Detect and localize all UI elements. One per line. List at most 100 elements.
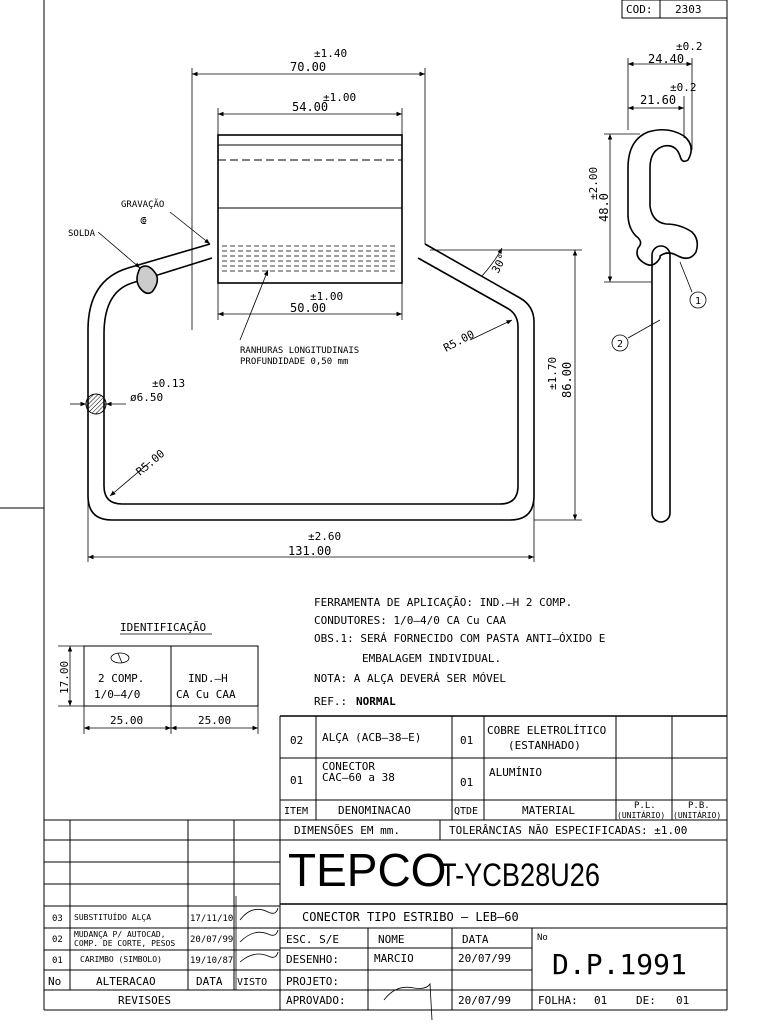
identification-block: IDENTIFICAÇÃO 2 COMP. 1/0–4/0 IND.–H CA … (58, 621, 259, 734)
ident-left-1: 2 COMP. (98, 672, 144, 685)
dim-2160-tol: ±0.2 (670, 81, 697, 94)
dim-50: 50.00 (290, 301, 326, 315)
rev-row2-desc: MUDANÇA P/ AUTOCAD, (74, 930, 166, 939)
note-3: OBS.1: SERÁ FORNECIDO COM PASTA ANTI–ÓXI… (314, 632, 605, 645)
dim-48-tol: ±2.00 (587, 167, 600, 200)
note-4: EMBALAGEM INDIVIDUAL. (362, 652, 501, 665)
desenho-date: 20/07/99 (458, 952, 511, 965)
dim-r5-bottom: R5.00 (134, 447, 168, 478)
rev-header-no: No (48, 975, 61, 988)
visto-signature-3 (239, 951, 279, 963)
esc-label: ESC. S/E (286, 933, 339, 946)
part-row2-item: 01 (290, 774, 303, 787)
no-label: No (537, 933, 548, 943)
de-value: 01 (676, 994, 689, 1007)
drawing-description: CONECTOR TIPO ESTRIBO – LEB–60 (302, 910, 519, 924)
rev-header-date: DATA (196, 975, 223, 988)
dim-54: 54.00 (292, 100, 328, 114)
rev-row2-date: 20/07/99 (190, 935, 233, 945)
balloon-1: 1 (695, 296, 701, 307)
parts-header-pl-sub: (UNITÁRIO) (617, 809, 665, 820)
rev-row3-date: 19/10/87 (190, 956, 233, 966)
dimension-lines (70, 68, 582, 562)
part-row1-material2: (ESTANHADO) (508, 739, 581, 752)
dim-2160: 21.60 (640, 93, 676, 107)
rev-header-desc: ALTERACAO (96, 975, 156, 988)
dim-50-tol: ±1.00 (310, 290, 343, 303)
part-row1-material: COBRE ELETROLÍTICO (487, 724, 606, 737)
cod-label: COD: (626, 3, 653, 16)
title-block: DIMENSÕES EM mm. TOLERÂNCIAS NÃO ESPECIF… (280, 820, 727, 1021)
part-row1-name: ALÇA (ACB–38–E) (322, 731, 421, 744)
parts-header-pl: P.L. (634, 801, 656, 811)
part-row2-qty: 01 (460, 776, 473, 789)
tolerance-text: TOLERÂNCIAS NÃO ESPECIFICADAS: ±1.00 (449, 824, 687, 837)
projeto-label: PROJETO: (286, 975, 339, 988)
note-5: NOTA: A ALÇA DEVERÁ SER MÓVEL (314, 672, 506, 685)
dim-650-tol: ±0.13 (152, 377, 185, 390)
dim-70-tol: ±1.40 (314, 47, 347, 60)
visto-signature-2 (239, 929, 279, 943)
parts-list: 02 ALÇA (ACB–38–E) 01 COBRE ELETROLÍTICO… (279, 715, 727, 1010)
part-row1-qty: 01 (460, 734, 473, 747)
dim-54-tol: ±1.00 (323, 91, 356, 104)
dim-2440-tol: ±0.2 (676, 40, 703, 53)
ref-value: NORMAL (356, 695, 396, 708)
parts-header-item: ITEM (284, 806, 308, 817)
revisions-block: 03 SUBSTITUÍDO ALÇA 17/11/10 02 MUDANÇA … (44, 819, 280, 1007)
aprovado-label: APROVADO: (286, 994, 346, 1007)
ident-right-1: IND.–H (188, 672, 228, 685)
identificacao-title: IDENTIFICAÇÃO (120, 621, 206, 634)
parts-header-pb: P.B. (688, 801, 710, 811)
cod-box: COD: 2303 (621, 0, 728, 19)
drawing-number: D.P.1991 (552, 948, 687, 981)
side-view: ±0.2 24.40 ±0.2 21.60 ±2.00 48.0 1 2 (587, 40, 707, 523)
dim-r5-top: R5.00 (441, 328, 476, 355)
label-gravacao: GRAVAÇÃO (121, 199, 164, 210)
rev-row1-desc: SUBSTITUÍDO ALÇA (74, 911, 151, 922)
sheet-border (0, 0, 728, 1011)
ident-w25a: 25.00 (110, 714, 143, 727)
rev-header-visto: VISTO (237, 977, 267, 988)
dim-86: 86.00 (560, 362, 574, 398)
parts-header-name: DENOMINACAO (338, 804, 411, 817)
desenho-label: DESENHO: (286, 953, 339, 966)
ref-label: REF.: (314, 695, 347, 708)
balloon-2: 2 (617, 339, 623, 350)
part-row2-name2: CAC–60 a 38 (322, 771, 395, 784)
approval-signature (383, 982, 433, 1021)
rev-row2-no: 02 (52, 935, 63, 945)
note-2: CONDUTORES: 1/0–4/0 CA Cu CAA (314, 614, 506, 627)
rev-row3-desc: CARIMBO (SIMBOLO) (80, 955, 162, 964)
dim-70: 70.00 (290, 60, 326, 74)
dimension-texts: ±1.40 70.00 ±1.00 54.00 ±1.00 50.00 ±2.6… (68, 47, 574, 558)
parts-header-pb-sub: (UNITÁRIO) (673, 809, 721, 820)
ident-h17: 17.00 (58, 661, 71, 694)
dim-2440: 24.40 (648, 52, 684, 66)
rev-row1-no: 03 (52, 914, 63, 924)
folha-label: FOLHA: (538, 994, 578, 1007)
dim-131-tol: ±2.60 (308, 530, 341, 543)
data-label: DATA (462, 933, 489, 946)
parts-header-qty: QTDE (454, 806, 478, 817)
cod-value: 2303 (675, 3, 702, 16)
ident-right-2: CA Cu CAA (176, 688, 236, 701)
part-row2-name: CONECTOR (322, 760, 375, 773)
engraving-symbol: ⟃ (140, 214, 147, 227)
rev-row2-desc2: COMP. DE CORTE, PESOS (74, 939, 175, 948)
desenho-name: MARCIO (374, 952, 414, 965)
rev-row3-no: 01 (52, 956, 63, 966)
ident-left-2: 1/0–4/0 (94, 688, 140, 701)
notes: FERRAMENTA DE APLICAÇÃO: IND.–H 2 COMP. … (314, 596, 605, 708)
connector-body (217, 134, 403, 284)
part-row2-material: ALUMÍNIO (489, 766, 542, 779)
aprovado-date: 20/07/99 (458, 994, 511, 1007)
dim-650: ø6.50 (130, 391, 163, 404)
rev-row1-date: 17/11/10 (190, 914, 233, 924)
dim-131: 131.00 (288, 544, 331, 558)
label-ranhuras-2: PROFUNDIDADE 0,50 mm (240, 357, 348, 367)
parts-header-material: MATERIAL (522, 804, 575, 817)
revisions-footer: REVISOES (118, 994, 171, 1007)
dim-48: 48.0 (597, 193, 611, 222)
